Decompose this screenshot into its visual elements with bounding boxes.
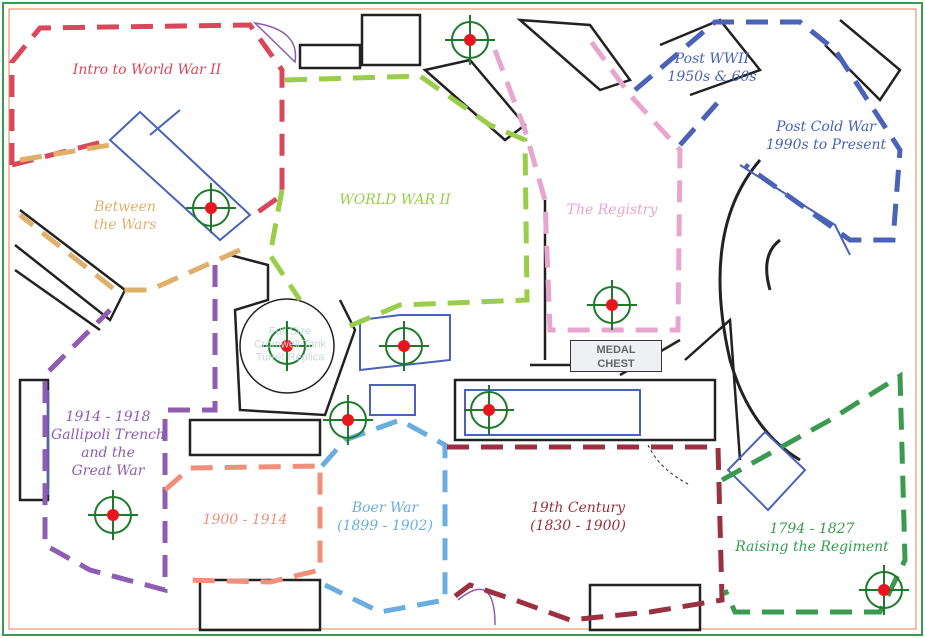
zone-label-1900[interactable]: 1900 - 1914 [202, 512, 288, 528]
tank-turret-label: Full Size Cromwell Tank Turret Replica [254, 325, 326, 364]
zone-outline-1900 [163, 463, 323, 585]
location-marker-icon [445, 15, 495, 65]
zone-label-c19[interactable]: 19th Century (1830 - 1900) [530, 500, 626, 534]
zone-label-postcold[interactable]: Post Cold War 1990s to Present [765, 119, 887, 153]
location-marker-icon [379, 321, 429, 371]
display-cases [47, 109, 851, 512]
zone-label-postww2[interactable]: Post WWII 1950s & 60s [667, 51, 757, 85]
zone-label-registry[interactable]: The Registry [566, 202, 658, 218]
zone-outline-post [633, 19, 903, 243]
location-marker-icon [323, 395, 373, 445]
zone-outline-regiment [720, 371, 908, 615]
zone-outline-ww1 [42, 265, 218, 594]
zone-label-ww1[interactable]: 1914 - 1918 Gallipoli Trench and the Gre… [51, 409, 165, 479]
zone-label-ww2[interactable]: WORLD WAR II [339, 192, 451, 208]
curved-wall [718, 159, 801, 462]
zone-outline-ww2 [267, 73, 530, 333]
zone-outline-registry [492, 38, 683, 333]
zone-label-regiment[interactable]: 1794 - 1827 Raising the Regiment [735, 521, 889, 555]
location-marker-icon [464, 385, 514, 435]
zone-label-intro[interactable]: Intro to World War II [72, 62, 222, 78]
location-marker-icon [88, 490, 138, 540]
zone-label-between[interactable]: Between the Wars [93, 199, 157, 233]
location-markers [88, 15, 909, 615]
zone-outline-between [18, 142, 242, 293]
location-marker-icon [186, 183, 236, 233]
location-marker-icon [587, 280, 637, 330]
location-marker-icon [859, 565, 909, 615]
zone-outline-boer [320, 417, 448, 615]
inner-border [8, 8, 917, 630]
zone-outlines [9, 19, 908, 623]
location-marker-icon [262, 321, 312, 371]
zone-label-boer[interactable]: Boer War (1899 - 1902) [337, 500, 433, 534]
medal-chest[interactable]: MEDAL CHEST [570, 340, 662, 372]
